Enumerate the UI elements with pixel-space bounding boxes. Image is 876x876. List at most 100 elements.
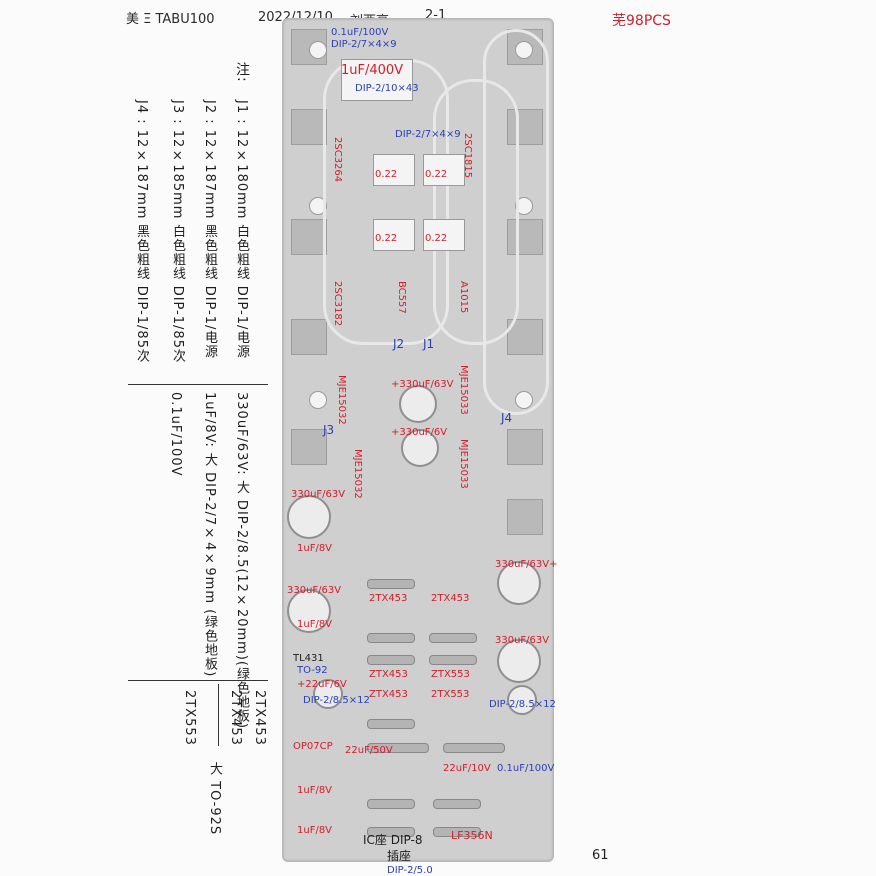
label-22uf-50v: 22uF/50V xyxy=(345,745,393,756)
note-line-j3: J3 : 12×185mm 白色粗线 DIP-1/85次 xyxy=(170,100,185,363)
resistor xyxy=(443,743,505,753)
label-blue-dip-f: DIP-2/5.0 xyxy=(387,865,433,876)
label-1uf-8v-c: 1uF/8V xyxy=(297,785,333,796)
mount-pad xyxy=(507,219,543,255)
label-2sc3182: 2SC3182 xyxy=(332,281,343,327)
page-number: 61 xyxy=(592,848,609,863)
mount-pad xyxy=(507,429,543,465)
label-ztx-4: ZTX553 xyxy=(431,669,470,680)
label-330uf-5: +330uF/63V xyxy=(391,379,454,390)
label-ic-socket: IC座 DIP-8 xyxy=(363,833,423,847)
resistor xyxy=(367,719,415,729)
mount-pad xyxy=(507,319,543,355)
transistor-3: 2TX553 xyxy=(182,690,197,746)
label-022-d: 0.22 xyxy=(425,233,448,244)
label-lf356n: LF356N xyxy=(451,829,493,842)
pcb-board: 1uF/400V 1uF/8V 330uF/63V 330uF/63V+ 330… xyxy=(282,18,558,876)
label-022-a: 0.22 xyxy=(375,169,398,180)
resistor xyxy=(367,579,415,589)
electrolytic-capacitor xyxy=(287,495,331,539)
label-330uf-1: 330uF/63V xyxy=(291,489,346,500)
header-model: 美 Ξ TABU100 xyxy=(126,12,215,27)
note-cap-1uf: 1uF/8V: 大 DIP-2/7×4×9mm (绿色地板) xyxy=(202,392,217,678)
resistor xyxy=(367,655,415,665)
wire-loop xyxy=(433,79,519,345)
screw-hole xyxy=(309,41,327,59)
film-capacitor xyxy=(423,154,465,186)
label-ztx-2: 2TX453 xyxy=(431,593,470,604)
note-cap-01uf: 0.1uF/100V xyxy=(168,392,183,477)
label-ztx-5: ZTX453 xyxy=(369,689,408,700)
notes-divider-2 xyxy=(128,680,268,681)
resistor xyxy=(367,827,415,837)
label-blue-dip-e: DIP-2/10×43 xyxy=(355,83,419,94)
film-capacitor xyxy=(341,59,413,101)
label-1uf-8v: 1uF/8V xyxy=(297,543,333,554)
label-blue-01uf-b: 0.1uF/100V xyxy=(497,763,555,774)
header-red-code: 芜98PCS xyxy=(612,13,671,29)
label-j2: J2 xyxy=(393,337,405,351)
film-capacitor xyxy=(373,219,415,251)
screw-hole xyxy=(309,391,327,409)
label-a1015: A1015 xyxy=(458,281,469,314)
screw-hole xyxy=(309,197,327,215)
notes-title: 注: xyxy=(234,62,250,83)
note-line-j4: J4 : 12×187mm 黑色粗线 DIP-1/85次 xyxy=(134,100,149,363)
label-blue-dip-a: DIP-2/7×4×9 xyxy=(331,39,397,50)
resistor xyxy=(367,743,429,753)
note-line-j2: J2 : 12×187mm 黑色粗线 DIP-1/电源 xyxy=(202,100,217,359)
label-1uf-400v: 1uF/400V xyxy=(341,63,404,78)
transistor-package: 大 TO-92S xyxy=(207,762,222,836)
mount-pad xyxy=(291,219,327,255)
label-330uf-4: 330uF/63V xyxy=(495,635,550,646)
label-22uf-6v: +22uF/6V xyxy=(297,679,347,690)
resistor xyxy=(433,827,481,837)
resistor xyxy=(367,633,415,643)
electrolytic-capacitor xyxy=(287,589,331,633)
electrolytic-capacitor xyxy=(399,385,437,423)
label-blue-dip-b: DIP-2/7×4×9 xyxy=(395,129,461,140)
label-330uf-6: +330uF/6V xyxy=(391,427,448,438)
notes-divider xyxy=(128,384,268,385)
label-022-c: 0.22 xyxy=(375,233,398,244)
transistor-2: 2TX453 xyxy=(228,690,243,746)
label-mje-4: MJE15033 xyxy=(458,439,469,489)
label-2sc3264: 2SC3264 xyxy=(332,137,343,183)
label-blue-01uf: 0.1uF/100V xyxy=(331,27,389,38)
label-to92: TO-92 xyxy=(297,665,328,676)
label-ztx-6: 2TX553 xyxy=(431,689,470,700)
label-330uf-3: 330uF/63V xyxy=(287,585,342,596)
label-1uf-8v-b: 1uF/8V xyxy=(297,619,333,630)
electrolytic-capacitor xyxy=(497,561,541,605)
notes-bracket xyxy=(218,684,219,746)
film-capacitor xyxy=(423,219,465,251)
label-bc557: BC557 xyxy=(396,281,407,314)
mount-pad xyxy=(291,109,327,145)
label-blue-dip-d: DIP-2/8.5×12 xyxy=(489,699,556,710)
label-mje-3: MJE15032 xyxy=(352,449,363,499)
electrolytic-capacitor xyxy=(401,429,439,467)
wire-loop xyxy=(483,29,549,415)
mount-pad xyxy=(507,499,543,535)
mount-pad xyxy=(291,429,327,465)
label-ztx-1: 2TX453 xyxy=(369,593,408,604)
label-j4: J4 xyxy=(501,411,513,425)
resistor xyxy=(429,655,477,665)
resistor xyxy=(433,799,481,809)
note-cap-330: 330uF/63V: 大 DIP-2/8.5(12×20mm)(绿色地板) xyxy=(234,392,249,730)
electrolytic-capacitor xyxy=(313,679,343,709)
transistor-1: 2TX453 xyxy=(252,690,267,746)
label-022-b: 0.22 xyxy=(425,169,448,180)
film-capacitor xyxy=(373,154,415,186)
mount-pad xyxy=(291,319,327,355)
label-2sc1815: 2SC1815 xyxy=(462,133,473,179)
label-ztx-3: ZTX453 xyxy=(369,669,408,680)
note-line-j1: J1 : 12×180mm 白色粗线 DIP-1/电源 xyxy=(234,100,249,359)
electrolytic-capacitor xyxy=(507,685,537,715)
label-blue-dip-c: DIP-2/8.5×12 xyxy=(303,695,370,706)
label-j1: J1 xyxy=(423,337,435,351)
electrolytic-capacitor xyxy=(497,639,541,683)
label-mje-1: MJE15032 xyxy=(336,375,347,425)
label-330uf-2: 330uF/63V+ xyxy=(495,559,558,570)
